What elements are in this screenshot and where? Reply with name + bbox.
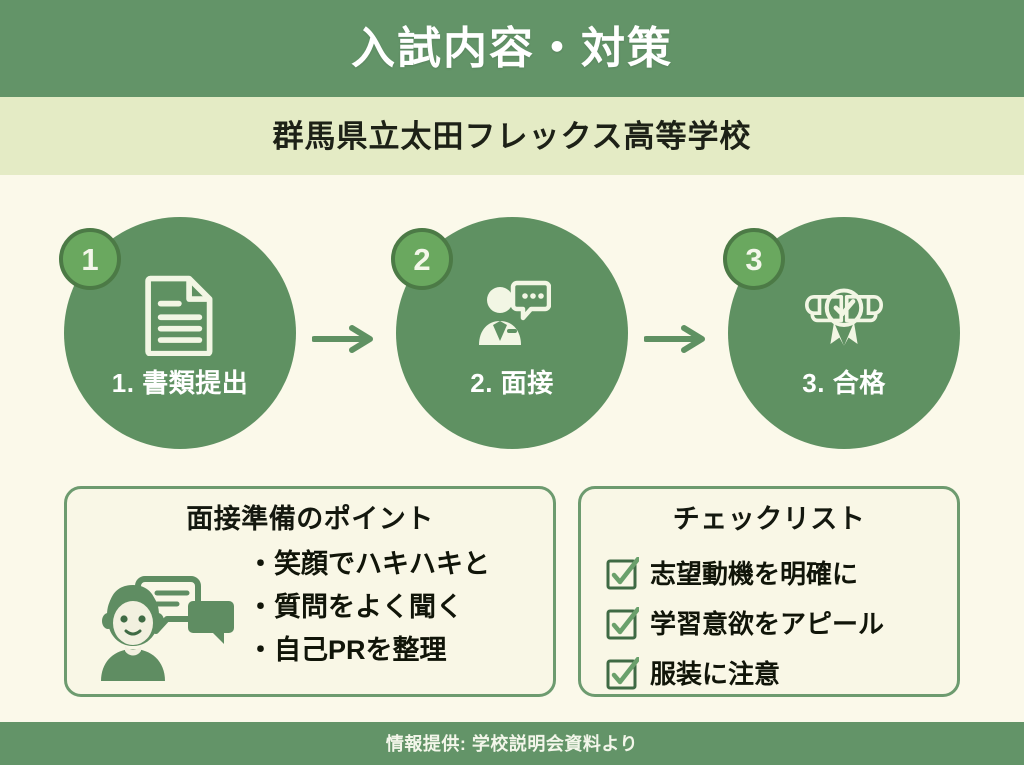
interview-points-title: 面接準備のポイント: [186, 504, 434, 534]
checklist-label: 学習意欲をアピール: [650, 609, 885, 639]
header-band: 入試内容・対策: [0, 0, 1024, 97]
checklist-row: 学習意欲をアピール: [605, 605, 945, 643]
source-note: 情報提供: 学校説明会資料より: [385, 733, 639, 754]
bullet-item: ・笑顔でハキハキと: [247, 549, 490, 579]
interview-points-card: 面接準備のポイント ・笑顔でハキハキと ・質問をよく聞く ・自己PRを整理: [64, 486, 556, 697]
arrow-step2-to-step3: [643, 323, 712, 355]
steps-flow: 1. 書類提出 1: [0, 203, 1024, 473]
page-title: 入試内容・対策: [351, 23, 673, 73]
step-1-badge: 1: [59, 228, 121, 290]
checkbox-checked-icon[interactable]: [605, 657, 639, 691]
checklist-row: 志望動機を明確に: [605, 555, 945, 593]
interview-person-speech-icon: [479, 280, 551, 345]
diploma-award-icon: [805, 288, 883, 346]
step-2-badge: 2: [391, 228, 453, 290]
checklist-card: チェックリスト 志望動機を明確に 学習意欲をアピール: [578, 486, 960, 697]
bullet-item: ・質問をよく聞く: [247, 592, 463, 622]
arrow-right-icon: [311, 325, 373, 353]
checklist-title: チェックリスト: [672, 504, 866, 534]
step-3: 3. 合格 3: [723, 217, 960, 449]
bullet-item: ・自己PRを整理: [247, 635, 447, 665]
checklist-label: 志望動機を明確に: [650, 559, 859, 589]
checkbox-checked-icon[interactable]: [605, 557, 639, 591]
school-name: 群馬県立太田フレックス高等学校: [272, 118, 752, 154]
step-3-number: 3: [745, 241, 763, 277]
person-chat-icon: [101, 576, 234, 681]
step-1-label: 1. 書類提出: [111, 368, 249, 398]
interview-points-list: ・笑顔でハキハキと ・質問をよく聞く ・自己PRを整理: [247, 551, 547, 680]
checklist-items: 志望動機を明確に 学習意欲をアピール 服装に注意: [605, 555, 945, 705]
step-2-number: 2: [413, 241, 431, 277]
document-icon: [145, 275, 213, 356]
checklist-row: 服装に注意: [605, 655, 945, 693]
step-1: 1. 書類提出 1: [59, 217, 296, 449]
step-2: 2. 面接 2: [391, 217, 628, 449]
step-3-badge: 3: [723, 228, 785, 290]
arrow-right-icon: [643, 325, 705, 353]
checkbox-checked-icon[interactable]: [605, 607, 639, 641]
checklist-label: 服装に注意: [650, 659, 781, 689]
step-2-label: 2. 面接: [470, 368, 554, 398]
subtitle-band: 群馬県立太田フレックス高等学校: [0, 97, 1024, 175]
arrow-step1-to-step2: [311, 323, 380, 355]
step-1-number: 1: [81, 241, 99, 277]
step-3-label: 3. 合格: [802, 368, 886, 398]
footer-band: 情報提供: 学校説明会資料より: [0, 722, 1024, 765]
